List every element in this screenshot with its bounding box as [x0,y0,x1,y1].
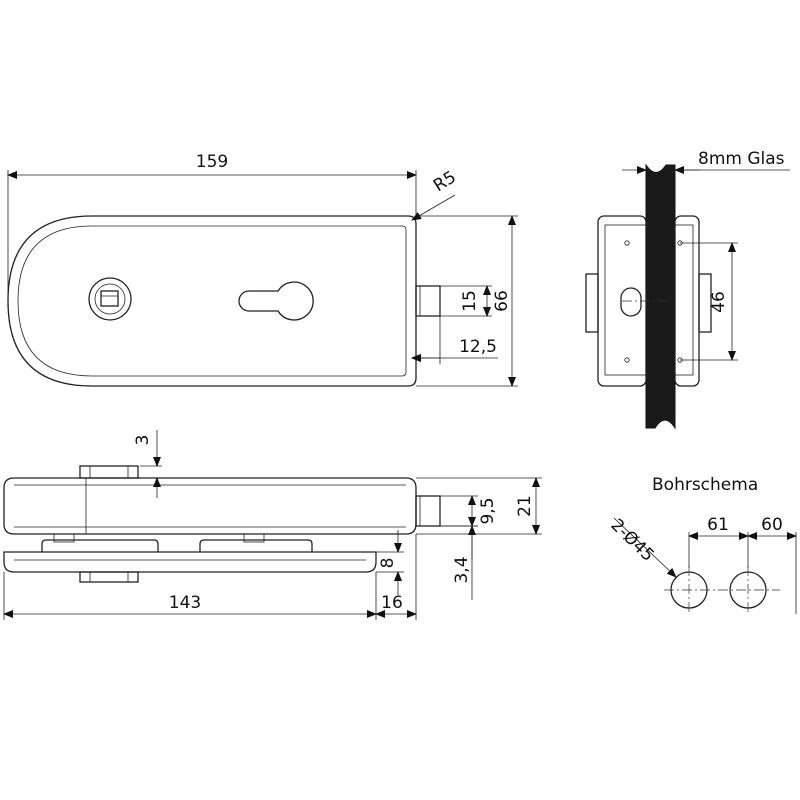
lock-body-outline [7,215,417,387]
label-glass: 8mm Glas [698,149,785,169]
thumb-turn-icon [88,277,132,321]
dim-lower-offset: 3,4 [452,556,472,583]
dim-hole-spacing-1: 61 [707,515,729,535]
dim-hole-diameter: 2-Ø45 [607,515,658,565]
bottom-plate [3,551,377,573]
dim-top-gap: 3 [133,435,153,446]
dim-lower-height: 8 [378,558,398,569]
dim-corner-radius: R5 [430,167,460,196]
dim-glass-height: 46 [709,291,729,313]
dim-total-height: 21 [515,495,535,517]
dim-overall-length: 159 [196,152,228,172]
dim-base-length: 143 [169,593,201,613]
dim-hole-spacing-2: 60 [761,515,783,535]
keyhole-icon [238,281,314,321]
dim-overhang: 16 [381,593,403,613]
side-view [585,163,712,430]
top-plate [3,477,417,535]
latch-bolt [415,285,441,317]
front-view [7,215,441,387]
top-view-dimensions: 3 9,5 21 8 3,4 143 16 [3,430,542,620]
dim-offset: 12,5 [459,337,497,357]
dim-cylinder-width: 15 [460,290,480,312]
lock-body-inner-line [17,225,407,377]
dim-height: 66 [492,290,512,312]
drilling-pattern: Bohrschema 61 60 2-Ø45 [607,475,797,614]
front-view-dimensions: 159 R5 66 15 12,5 [7,152,518,387]
glass-pane [645,163,676,430]
side-view-dimensions: 8mm Glas 46 [622,149,790,361]
label-drilling-pattern: Bohrschema [652,475,758,495]
dim-step-height: 9,5 [478,497,498,524]
top-view [3,465,441,583]
